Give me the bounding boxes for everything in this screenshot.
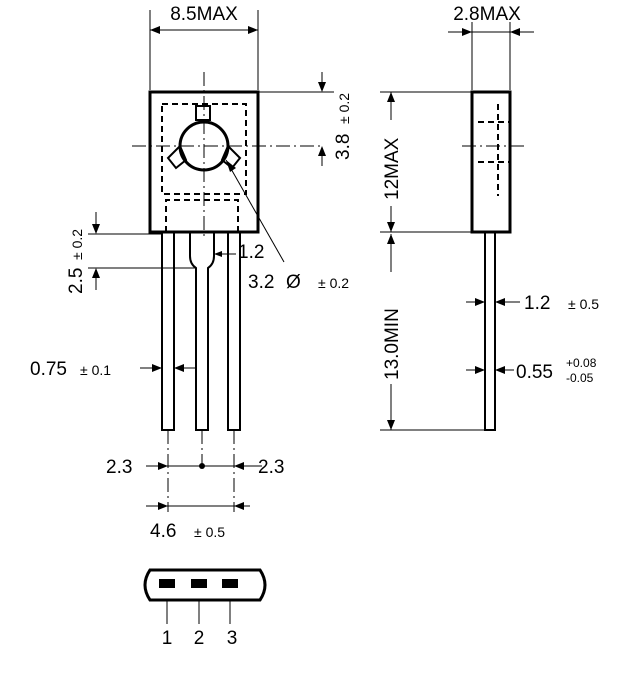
lead-width-dimension: 0.75 ± 0.1 xyxy=(30,359,196,380)
lead-thickness-dimension: 1.2 ± 0.5 xyxy=(466,293,599,314)
lead-step-tolerance: ± 0.2 xyxy=(69,229,85,260)
body-length-label: 12MAX xyxy=(382,137,403,200)
pinout-outline xyxy=(143,568,267,602)
hole-diameter-dimension: 3.2 Ø ± 0.2 xyxy=(225,159,349,293)
span-dimension: 4.6 ± 0.5 xyxy=(146,502,250,542)
lead-thickness-value: 1.2 xyxy=(524,293,550,314)
lead-plate-value: 0.55 xyxy=(516,362,553,383)
pinout-view: 1 2 3 xyxy=(143,568,267,649)
pin-3-pad xyxy=(222,579,238,588)
neck-dimension: 1.2 xyxy=(214,242,264,263)
hole-offset-dimension: 3.8 ± 0.2 xyxy=(258,72,354,166)
lead-thickness-tolerance: ± 0.5 xyxy=(568,296,599,312)
front-view: 8.5MAX 3.8 ± 0.2 xyxy=(30,4,354,542)
hole-diameter-value: 3.2 xyxy=(248,272,274,293)
lead-length-label: 13.0MIN xyxy=(382,308,403,380)
pin-1-label: 1 xyxy=(162,628,173,649)
pin-2-pad xyxy=(191,579,207,588)
lead-width-value: 0.75 xyxy=(30,359,67,380)
lead-plate-tol-minus: -0.05 xyxy=(566,371,594,385)
pin-3-label: 3 xyxy=(227,628,238,649)
pitch-dimension: 2.3 2.3 xyxy=(106,430,284,512)
side-view: 2.8MAX 12MAX 13.0MIN xyxy=(380,4,599,431)
side-lead xyxy=(484,231,496,431)
side-inner-outline xyxy=(478,104,510,196)
diameter-symbol: Ø xyxy=(286,272,301,293)
lead-length-dimension: 13.0MIN xyxy=(380,234,486,431)
hole-offset-tolerance: ± 0.2 xyxy=(336,93,352,124)
pitch-left-label: 2.3 xyxy=(106,457,132,478)
neck-label: 1.2 xyxy=(238,242,264,263)
lead-2 xyxy=(189,232,215,431)
thickness-label: 2.8MAX xyxy=(453,4,521,25)
span-value: 4.6 xyxy=(150,521,176,542)
pitch-center-dot xyxy=(199,463,205,469)
lead-step-dimension: 2.5 ± 0.2 xyxy=(66,212,196,294)
pin-1-pad xyxy=(159,579,175,588)
hole-offset-value: 3.8 xyxy=(333,134,354,160)
lead-plate-tol-plus: +0.08 xyxy=(566,356,597,370)
lead-1 xyxy=(161,231,175,431)
lead-frame-outline xyxy=(165,199,239,232)
leads xyxy=(161,231,241,431)
pitch-right-label: 2.3 xyxy=(258,457,284,478)
width-label: 8.5MAX xyxy=(170,4,238,25)
width-dimension: 8.5MAX xyxy=(149,4,259,90)
hole-diameter-tolerance: ± 0.2 xyxy=(318,275,349,291)
pin-2-label: 2 xyxy=(194,628,205,649)
lead-width-tolerance: ± 0.1 xyxy=(80,362,111,378)
thickness-dimension: 2.8MAX xyxy=(448,4,534,90)
body-length-dimension: 12MAX xyxy=(380,91,472,233)
span-tolerance: ± 0.5 xyxy=(194,524,225,540)
lead-plate-dimension: 0.55 +0.08 -0.05 xyxy=(466,356,597,385)
lead-step-value: 2.5 xyxy=(66,268,87,294)
